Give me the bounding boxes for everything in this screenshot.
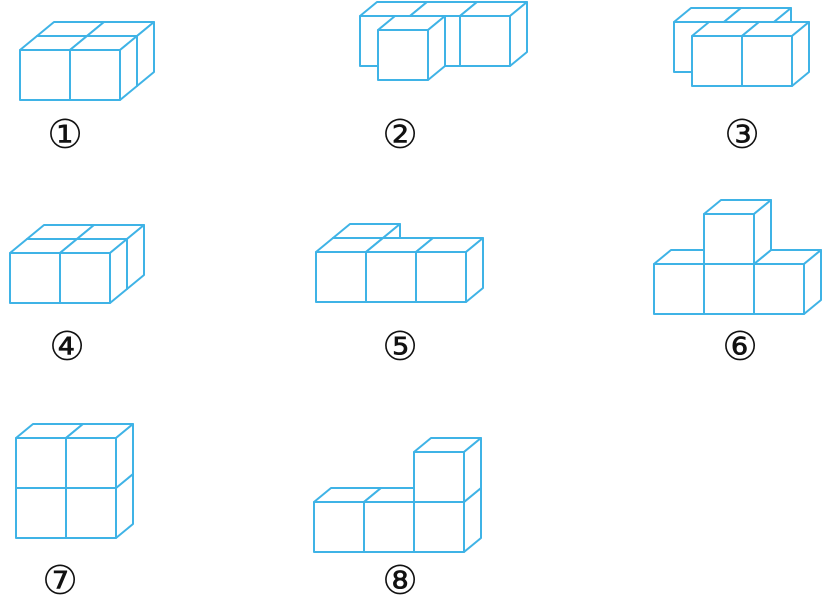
figure-2-cubes <box>359 1 528 81</box>
figure-4-cubes <box>9 224 145 304</box>
cube <box>703 199 772 265</box>
cube <box>413 437 482 503</box>
figure-label-4: ④ <box>49 324 85 370</box>
figure-label-5: ⑤ <box>382 324 418 370</box>
cube <box>59 238 128 304</box>
cube <box>753 249 822 315</box>
figure-8-cubes <box>313 437 482 553</box>
labels-layer: ① ② ③ ④ ⑤ ⑥ ⑦ ⑧ <box>42 112 760 604</box>
cube <box>69 35 138 101</box>
figure-label-2: ② <box>382 112 418 158</box>
figure-label-1: ① <box>47 112 83 158</box>
figure-1-cubes <box>19 21 155 101</box>
figure-label-6: ⑥ <box>722 324 758 370</box>
figure-label-7: ⑦ <box>42 558 78 604</box>
figure-label-8: ⑧ <box>382 558 418 604</box>
figure-7-cubes <box>15 423 134 539</box>
cube <box>65 423 134 489</box>
cube <box>377 15 446 81</box>
cube <box>415 237 484 303</box>
figure-label-3: ③ <box>724 112 760 158</box>
cubes-layer <box>9 1 822 553</box>
cube <box>459 1 528 67</box>
cube <box>741 21 810 87</box>
figure-6-cubes <box>653 199 822 315</box>
figure-3-cubes <box>673 7 810 87</box>
figure-5-cubes <box>315 223 484 303</box>
